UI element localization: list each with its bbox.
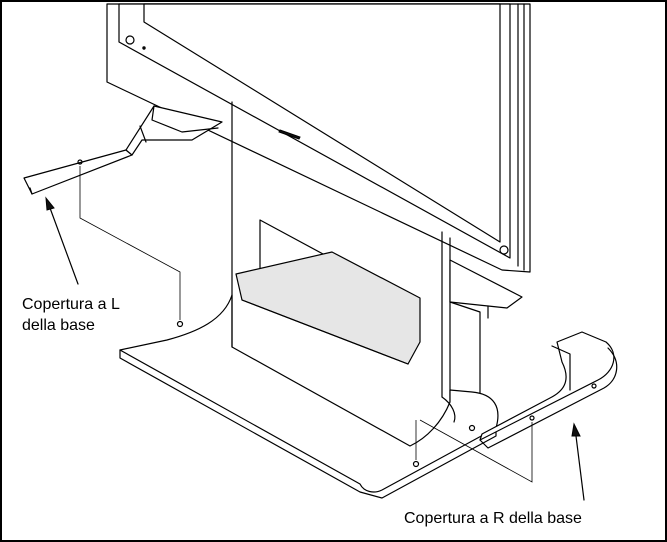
right-cover-leader-arrow [571,422,585,501]
cable-tray [235,219,421,365]
brand-logo-mark [278,129,301,140]
display-panel [106,3,531,273]
left-base-cover [23,105,223,195]
alignment-lines [79,166,533,483]
right-cover-label: Copertura a R della base [404,510,582,527]
stand-column [231,101,523,413]
left-cover-label: Copertura a L della base [22,296,120,334]
left-cover-leader-arrow [45,196,79,285]
base-plate [119,294,499,499]
right-base-cover [479,331,618,449]
